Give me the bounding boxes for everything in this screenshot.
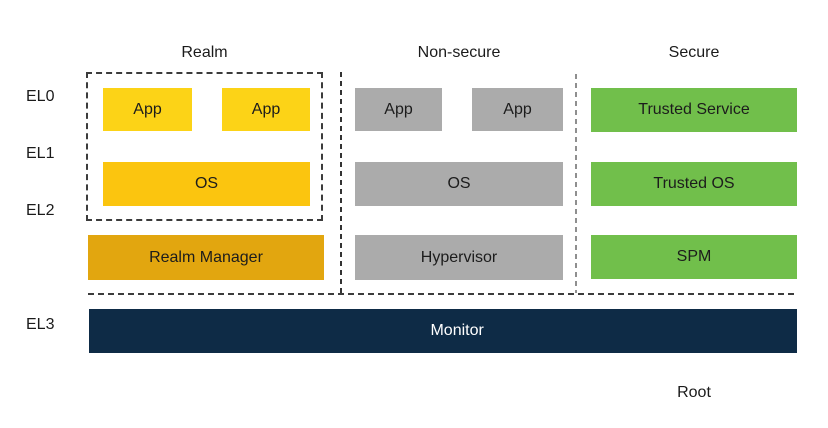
el0-label: EL0 bbox=[26, 88, 55, 105]
realm-column-header: Realm bbox=[181, 44, 228, 61]
realm-manager-box: Realm Manager bbox=[88, 235, 324, 280]
realm-nonsecure-separator bbox=[340, 72, 342, 293]
monitor-bar: Monitor bbox=[89, 309, 797, 353]
realm-dashed-outline bbox=[86, 72, 323, 221]
el3-label: EL3 bbox=[26, 316, 55, 333]
realm-app-box-2: App bbox=[222, 88, 310, 131]
spm-box: SPM bbox=[591, 235, 797, 279]
el1-label: EL1 bbox=[26, 145, 55, 162]
root-label: Root bbox=[677, 384, 711, 401]
secure-column-header: Secure bbox=[668, 44, 720, 61]
realm-os-box: OS bbox=[103, 162, 310, 206]
trusted-service-box: Trusted Service bbox=[591, 88, 797, 132]
el2-label: EL2 bbox=[26, 202, 55, 219]
nonsecure-os-box: OS bbox=[355, 162, 563, 206]
non-secure-column-header: Non-secure bbox=[417, 44, 501, 61]
el3-dashed-separator bbox=[88, 293, 798, 295]
nonsecure-app-box-1: App bbox=[355, 88, 442, 131]
monitor-label: Monitor bbox=[430, 322, 484, 339]
realm-app-box-1: App bbox=[103, 88, 192, 131]
nonsecure-secure-separator bbox=[575, 74, 577, 293]
nonsecure-app-box-2: App bbox=[472, 88, 563, 131]
trusted-os-box: Trusted OS bbox=[591, 162, 797, 206]
hypervisor-box: Hypervisor bbox=[355, 235, 563, 280]
